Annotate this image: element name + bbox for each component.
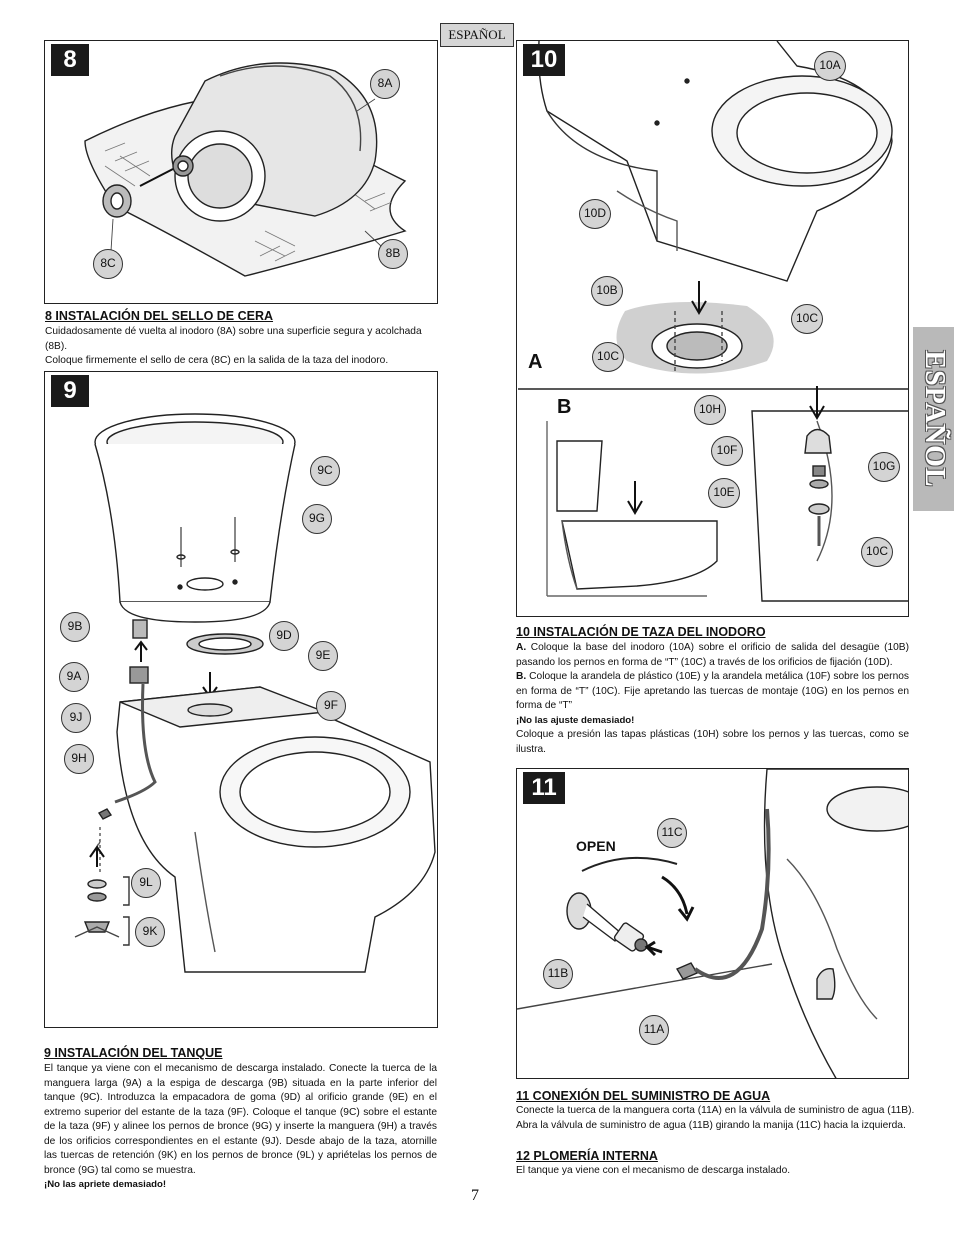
- callout-10h: 10H: [694, 395, 726, 425]
- callout-10b: 10B: [591, 276, 623, 306]
- section-10-body: A. Coloque la base del inodoro (10A) sob…: [516, 641, 909, 757]
- step-number-8: 8: [51, 44, 89, 76]
- section-9-warning: ¡No las apriete demasiado!: [44, 1179, 167, 1190]
- figure-11-panel: 11 OPEN 11C 11B 11A: [516, 768, 909, 1079]
- section-8-line-1: Cuidadosamente dé vuelta al inodoro (8A)…: [45, 326, 422, 352]
- section-8-body: Cuidadosamente dé vuelta al inodoro (8A)…: [45, 325, 445, 369]
- callout-8a: 8A: [370, 69, 400, 99]
- callout-9j: 9J: [61, 703, 91, 733]
- section-11-body: Conecte la tuerca de la manguera corta (…: [516, 1104, 916, 1133]
- callout-9k: 9K: [135, 917, 165, 947]
- section-10-b: B. Coloque la arandela de plástico (10E)…: [516, 671, 909, 711]
- language-tag: ESPAÑOL: [440, 23, 514, 47]
- callout-10a: 10A: [814, 51, 846, 81]
- section-10-final: Coloque a presión las tapas plásticas (1…: [516, 729, 909, 755]
- subfigure-b-label: B: [557, 396, 572, 418]
- callout-9g: 9G: [302, 504, 332, 534]
- section-11-line-1: Conecte la tuerca de la manguera corta (…: [516, 1105, 915, 1116]
- callout-10c-bottom: 10C: [861, 537, 893, 567]
- callout-10e: 10E: [708, 478, 740, 508]
- step-number-9: 9: [51, 375, 89, 407]
- step-number-10: 10: [523, 44, 565, 76]
- section-10-warning: ¡No las ajuste demasiado!: [516, 714, 635, 726]
- section-10-a-text: Coloque la base del inodoro (10A) sobre …: [516, 642, 909, 668]
- callout-9h: 9H: [64, 744, 94, 774]
- callout-9b: 9B: [60, 612, 90, 642]
- water-supply-illustration: [517, 769, 908, 1078]
- page-number: 7: [471, 1187, 479, 1204]
- section-10-a: A. Coloque la base del inodoro (10A) sob…: [516, 642, 909, 668]
- section-9-text: El tanque ya viene con el mecanismo de d…: [44, 1063, 437, 1176]
- open-direction-label: OPEN: [576, 838, 616, 854]
- figure-9-panel: 9 9C 9G 9B 9D 9E 9A 9F 9J 9H 9L 9K: [44, 371, 438, 1028]
- callout-10f: 10F: [711, 436, 743, 466]
- callout-11b: 11B: [543, 959, 573, 989]
- section-12-body: El tanque ya viene con el mecanismo de d…: [516, 1164, 909, 1179]
- callout-9d: 9D: [269, 621, 299, 651]
- figure-10-panel: 10 A B 10A 10D 10B 10C 10C 10H 10F 10G 1…: [516, 40, 909, 617]
- step-number-11: 11: [523, 772, 565, 804]
- callout-11a: 11A: [639, 1015, 669, 1045]
- callout-9l: 9L: [131, 868, 161, 898]
- section-10-b-label: B.: [516, 671, 527, 682]
- subfigure-a-label: A: [528, 351, 543, 373]
- callout-10g: 10G: [868, 452, 900, 482]
- section-8-title: 8 INSTALACIÓN DEL SELLO DE CERA: [45, 309, 274, 323]
- section-12-line-1: El tanque ya viene con el mecanismo de d…: [516, 1165, 791, 1176]
- section-11-line-2: Abra la válvula de suministro de agua (1…: [516, 1119, 906, 1131]
- section-12-title: 12 PLOMERÍA INTERNA: [516, 1149, 658, 1163]
- section-9-body: El tanque ya viene con el mecanismo de d…: [44, 1062, 437, 1193]
- callout-8c: 8C: [93, 249, 123, 279]
- section-11-title: 11 CONEXIÓN DEL SUMINISTRO DE AGUA: [516, 1089, 771, 1103]
- callout-11c: 11C: [657, 818, 687, 848]
- section-9-title: 9 INSTALACIÓN DEL TANQUE: [44, 1046, 223, 1060]
- callout-9a: 9A: [59, 662, 89, 692]
- section-10-title: 10 INSTALACIÓN DE TAZA DEL INODORO: [516, 625, 766, 639]
- side-tab-label: ESPAÑOL: [918, 350, 950, 488]
- tank-installation-illustration: [74, 413, 436, 973]
- section-8-line-2: Coloque firmemente el sello de cera (8C)…: [45, 355, 389, 366]
- wax-seal-illustration: [84, 62, 407, 277]
- callout-9c: 9C: [310, 456, 340, 486]
- callout-10c-top: 10C: [791, 304, 823, 334]
- side-language-tab: ESPAÑOL: [913, 327, 954, 511]
- callout-8b: 8B: [378, 239, 408, 269]
- section-10-a-label: A.: [516, 642, 527, 653]
- section-10-b-text: Coloque la arandela de plástico (10E) y …: [516, 671, 909, 711]
- callout-10d: 10D: [579, 199, 611, 229]
- callout-9e: 9E: [308, 641, 338, 671]
- callout-9f: 9F: [316, 691, 346, 721]
- bowl-installation-illustration: [518, 41, 908, 606]
- figure-8-panel: 8 8A 8B 8C: [44, 40, 438, 304]
- callout-10c-left: 10C: [592, 342, 624, 372]
